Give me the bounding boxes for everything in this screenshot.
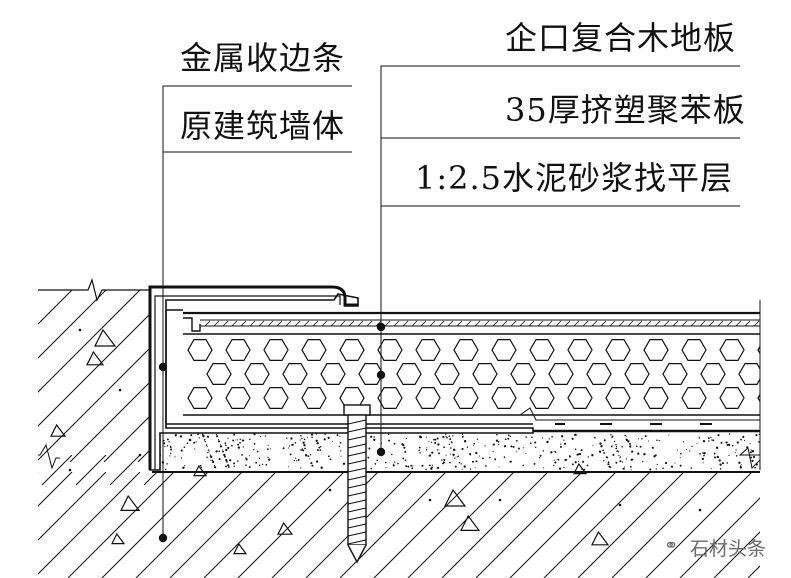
slab-break-line — [738, 447, 761, 470]
label-wood-flooring: 企口复合木地板 — [505, 19, 737, 57]
metal-trim-bottom — [165, 310, 533, 425]
metal-trim-inner — [148, 285, 358, 470]
label-cement-screed: 1:2.5水泥砂浆找平层 — [415, 159, 734, 197]
label-metal-edge-trim: 金属收边条 — [180, 39, 346, 77]
wechat-icon: ⚭ — [664, 536, 679, 556]
wall-hatch — [38, 290, 152, 462]
slab-hatch — [38, 472, 760, 578]
leader-dots — [158, 322, 386, 543]
wall-break-line — [38, 443, 60, 470]
xps-hexagon-pattern — [187, 339, 760, 409]
screw-thread — [347, 419, 367, 545]
metal-trim-hook — [154, 295, 341, 470]
leader-lines — [162, 65, 740, 538]
wall-outline — [38, 278, 152, 302]
watermark-text: 石材头条 — [690, 538, 767, 560]
wood-floor-tongue — [183, 317, 201, 332]
expansion-screw — [343, 404, 371, 546]
screed-stipple — [153, 433, 760, 471]
screw-tip — [347, 544, 367, 564]
wall-low-hatch — [38, 455, 158, 485]
label-xps-board: 35厚挤塑聚苯板 — [505, 91, 746, 129]
xps-tongue-detail — [183, 407, 760, 421]
label-original-wall: 原建筑墙体 — [180, 107, 346, 145]
concrete-aggregate — [50, 328, 702, 555]
wood-floor-ticks — [204, 320, 760, 327]
